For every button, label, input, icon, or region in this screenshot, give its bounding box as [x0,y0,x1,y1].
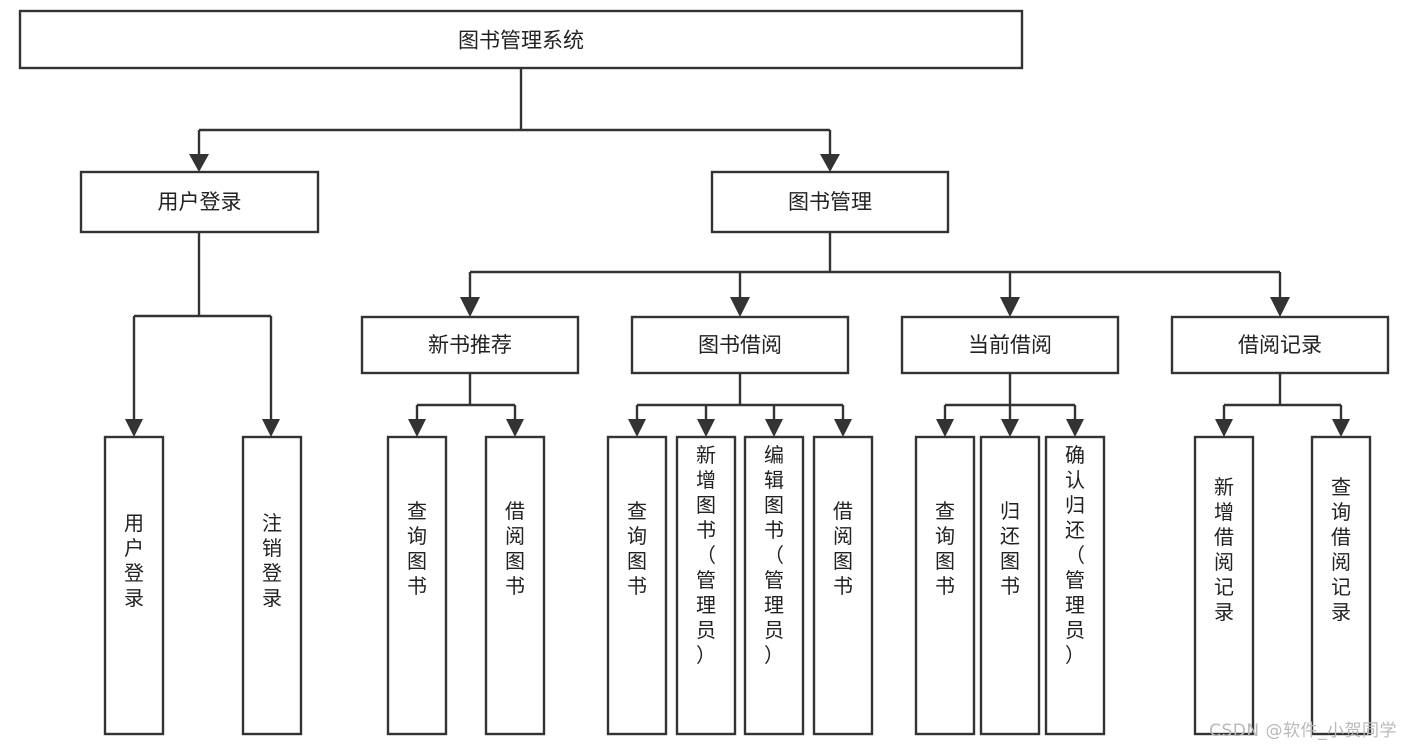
leaf-logout[interactable]: 注销登录 [241,435,303,736]
node-book-management-box[interactable] [710,170,950,234]
leaf-br-add-record-label: 新增借阅记录 [1214,475,1234,624]
node-user-login-box[interactable] [79,170,320,234]
leaf-bb-add-book-box[interactable] [675,435,737,736]
leaf-br-add-record-box[interactable] [1193,435,1255,736]
node-current-borrow-label: 当前借阅 [968,333,1052,357]
leaf-bb-borrow-book[interactable]: 借阅图书 [812,435,874,736]
arrowhead-br-leaf-1 [1215,419,1233,437]
leaf-cb-query-book-box[interactable] [914,435,976,736]
node-new-book-recommend[interactable]: 新书推荐 [360,315,580,375]
leaf-br-add-record[interactable]: 新增借阅记录 [1193,435,1255,736]
node-borrow-record-label: 借阅记录 [1238,333,1322,357]
leaf-br-query-record-box[interactable] [1310,435,1372,736]
leaf-nb-query-book[interactable]: 查询图书 [386,435,448,736]
leaf-bb-borrow-book-label: 借阅图书 [833,499,853,598]
node-borrow-record[interactable]: 借阅记录 [1170,315,1390,375]
leaf-nb-query-book-label: 查询图书 [407,499,427,598]
leaf-bb-add-book-label: 新增图书（管理员） [696,443,716,667]
leaf-cb-confirm-return[interactable]: 确认归还（管理员） [1044,435,1106,736]
arrowhead-cb-leaf-2 [1001,419,1019,437]
arrowhead-borrow-record [1270,297,1290,317]
arrowhead-leaf-user-login [125,419,143,437]
leaf-cb-return-book-box[interactable] [979,435,1041,736]
arrowhead-nb-leaf-1 [408,419,426,437]
node-book-management-label: 图书管理 [788,190,872,214]
leaf-nb-borrow-book[interactable]: 借阅图书 [484,435,546,736]
node-book-borrow-box[interactable] [630,315,850,375]
leaf-cb-return-book[interactable]: 归还图书 [979,435,1041,736]
leaf-user-login-box[interactable] [103,435,165,736]
arrowhead-leaf-logout [262,419,280,437]
arrowhead-bb-leaf-4 [834,419,852,437]
node-root-box[interactable] [18,9,1024,70]
leaf-bb-add-book[interactable]: 新增图书（管理员） [675,435,737,736]
arrowhead-br-leaf-2 [1332,419,1350,437]
arrowhead-new-book [460,297,480,317]
arrowhead-book-borrow [730,297,750,317]
leaf-bb-query-book-box[interactable] [606,435,668,736]
leaf-cb-query-book[interactable]: 查询图书 [914,435,976,736]
connector-layer [125,68,1350,437]
arrowhead-nb-leaf-2 [506,419,524,437]
arrowhead-bb-leaf-1 [628,419,646,437]
node-root[interactable]: 图书管理系统 [18,9,1024,70]
arrowhead-book-mgmt [820,154,840,172]
leaf-bb-edit-book-box[interactable] [743,435,805,736]
node-current-borrow[interactable]: 当前借阅 [900,315,1120,375]
leaf-logout-box[interactable] [241,435,303,736]
arrowhead-cb-leaf-3 [1066,419,1084,437]
node-book-borrow-label: 图书借阅 [698,333,782,357]
leaf-bb-borrow-book-box[interactable] [812,435,874,736]
leaf-br-query-record[interactable]: 查询借阅记录 [1310,435,1372,736]
leaf-br-query-record-label: 查询借阅记录 [1331,475,1351,624]
leaf-logout-label: 注销登录 [262,511,282,610]
node-borrow-record-box[interactable] [1170,315,1390,375]
arrowhead-user-login [189,154,209,172]
node-new-book-recommend-label: 新书推荐 [428,333,512,357]
leaf-bb-query-book[interactable]: 查询图书 [606,435,668,736]
node-user-login[interactable]: 用户登录 [79,170,320,234]
leaf-cb-confirm-return-label: 确认归还（管理员） [1065,443,1085,667]
node-user-login-label: 用户登录 [158,190,242,214]
arrowhead-current-borrow [1000,297,1020,317]
node-book-borrow[interactable]: 图书借阅 [630,315,850,375]
node-new-book-recommend-box[interactable] [360,315,580,375]
arrowhead-cb-leaf-1 [936,419,954,437]
leaf-bb-edit-book-label: 编辑图书（管理员） [764,443,784,667]
node-current-borrow-box[interactable] [900,315,1120,375]
leaf-nb-borrow-book-box[interactable] [484,435,546,736]
leaf-bb-edit-book[interactable]: 编辑图书（管理员） [743,435,805,736]
leaf-bb-query-book-label: 查询图书 [627,499,647,598]
leaf-cb-confirm-return-box[interactable] [1044,435,1106,736]
arrowhead-bb-leaf-3 [765,419,783,437]
node-root-label: 图书管理系统 [458,29,584,53]
leaf-user-login-label: 用户登录 [124,511,144,610]
node-book-management[interactable]: 图书管理 [710,170,950,234]
csdn-watermark: CSDN @软件_小贺同学 [1209,721,1397,741]
leaf-nb-query-book-box[interactable] [386,435,448,736]
arrowhead-bb-leaf-2 [697,419,715,437]
leaf-user-login[interactable]: 用户登录 [103,435,165,736]
leaf-nb-borrow-book-label: 借阅图书 [505,499,525,598]
leaf-cb-query-book-label: 查询图书 [935,499,955,598]
leaf-cb-return-book-label: 归还图书 [1000,499,1020,598]
